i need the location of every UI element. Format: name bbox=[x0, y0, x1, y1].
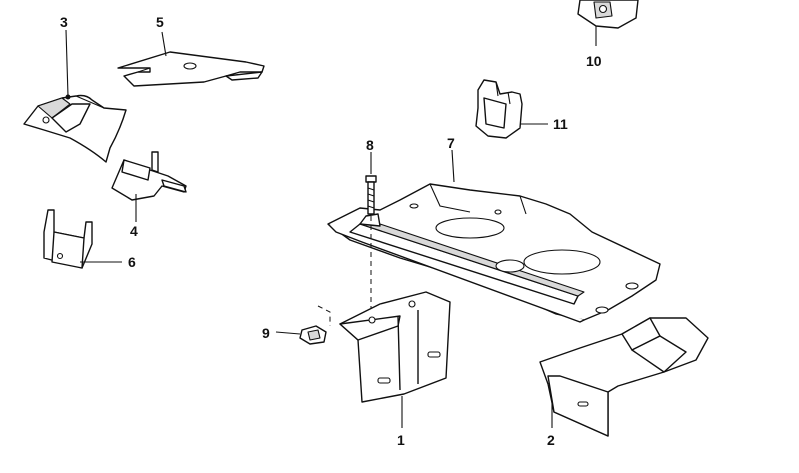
leader-3-dot bbox=[65, 94, 71, 100]
callout-6: 6 bbox=[128, 254, 136, 270]
leader-7 bbox=[451, 149, 455, 183]
nut-9-axis bbox=[317, 305, 331, 326]
callout-8: 8 bbox=[366, 137, 374, 153]
part-8-bolt[interactable] bbox=[365, 175, 377, 215]
callout-4: 4 bbox=[130, 223, 138, 239]
callout-2: 2 bbox=[547, 432, 555, 448]
callout-11: 11 bbox=[553, 116, 568, 132]
callout-3: 3 bbox=[60, 14, 68, 30]
part-4-small-bracket[interactable] bbox=[111, 151, 187, 201]
part-2-rear-section[interactable] bbox=[539, 317, 709, 437]
part-6-u-bracket[interactable] bbox=[43, 209, 93, 269]
callout-10: 10 bbox=[586, 53, 602, 69]
part-10-bracket[interactable] bbox=[577, 0, 639, 29]
part-11-clip[interactable] bbox=[475, 79, 523, 139]
leader-5 bbox=[161, 31, 167, 57]
part-7-floor-pan[interactable] bbox=[327, 183, 661, 323]
part-9-clip-nut[interactable] bbox=[299, 325, 327, 345]
callout-9: 9 bbox=[262, 325, 270, 341]
callout-7: 7 bbox=[447, 135, 455, 151]
leader-3 bbox=[65, 29, 69, 97]
part-1-support-bracket[interactable] bbox=[339, 291, 451, 403]
part-3-gusset-plate[interactable] bbox=[23, 94, 127, 163]
leader-9 bbox=[275, 331, 301, 335]
callout-1: 1 bbox=[397, 432, 405, 448]
callout-5: 5 bbox=[156, 14, 164, 30]
part-5-flat-plate[interactable] bbox=[117, 51, 265, 87]
